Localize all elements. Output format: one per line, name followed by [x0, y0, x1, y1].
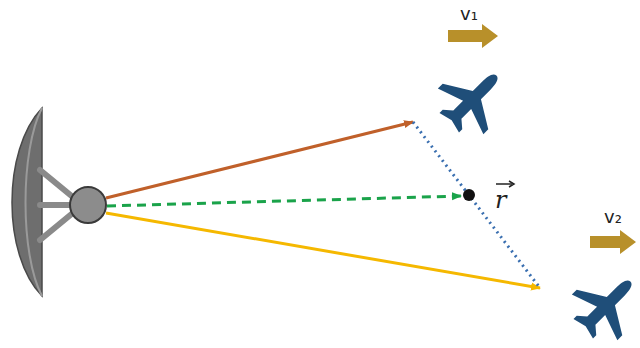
- airplane-2: [560, 259, 640, 348]
- velocity-arrow: [590, 230, 636, 254]
- velocity-arrow: [448, 24, 498, 48]
- dish-struts: [40, 170, 74, 240]
- ray-mid: [107, 196, 461, 206]
- centroid-dot: [463, 189, 475, 201]
- feed-horn: [70, 187, 106, 223]
- velocity-label: v₁: [460, 5, 478, 23]
- dish: [12, 108, 42, 296]
- ray-1: [106, 122, 413, 198]
- airplane-1: [426, 53, 519, 146]
- vector-label: r: [495, 188, 506, 212]
- velocity-label: v₂: [604, 208, 622, 226]
- baseline: [413, 122, 540, 288]
- ray-2: [106, 213, 540, 288]
